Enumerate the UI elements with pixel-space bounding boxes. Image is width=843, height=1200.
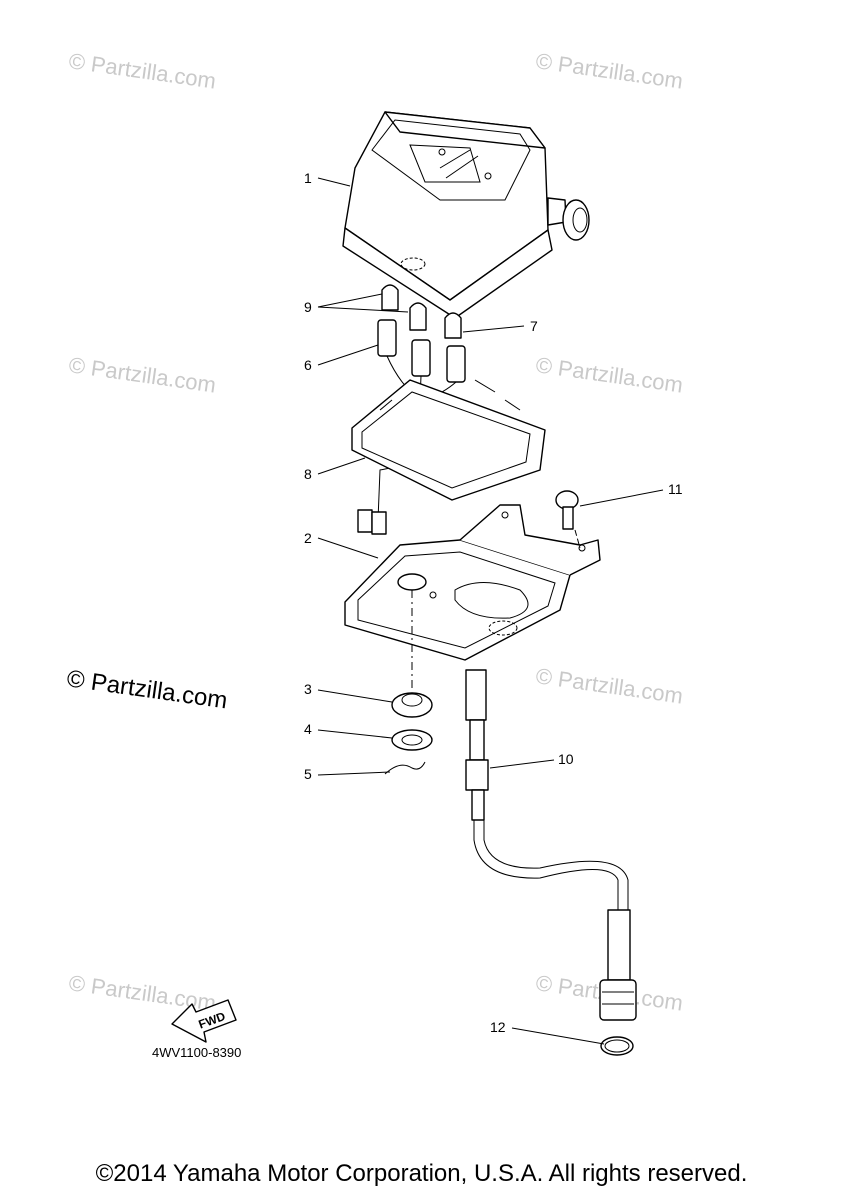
callout-3: 3 bbox=[304, 681, 312, 697]
meter-assembly bbox=[342, 111, 590, 319]
frame bbox=[351, 379, 546, 501]
copyright-notice: ©2014 Yamaha Motor Corporation, U.S.A. A… bbox=[95, 1160, 748, 1187]
watermark: © Partzilla.com bbox=[534, 48, 684, 93]
screw bbox=[555, 490, 581, 549]
callout-10: 10 bbox=[558, 751, 574, 767]
grommet-washer-clip bbox=[384, 692, 433, 775]
callout-12: 12 bbox=[490, 1019, 506, 1035]
callout-9: 9 bbox=[304, 299, 312, 315]
o-ring-inner bbox=[604, 1039, 630, 1053]
callout-5: 5 bbox=[304, 766, 312, 782]
speedometer-cable bbox=[465, 669, 637, 1021]
callout-8: 8 bbox=[304, 466, 312, 482]
callout-11: 11 bbox=[668, 481, 683, 497]
fwd-arrow-icon: FWD bbox=[171, 999, 237, 1043]
watermark: © Partzilla.com bbox=[67, 352, 217, 397]
diagram-code: 4WV1100-8390 bbox=[152, 1045, 241, 1060]
callout-6: 6 bbox=[304, 357, 312, 373]
watermark: © Partzilla.com bbox=[534, 663, 684, 708]
watermark: © Partzilla.com bbox=[65, 665, 229, 714]
watermark: © Partzilla.com bbox=[67, 48, 217, 93]
callout-1: 1 bbox=[304, 170, 312, 186]
lower-case bbox=[344, 504, 601, 661]
leader-lines bbox=[317, 177, 664, 1045]
callouts: 1 2 3 4 5 6 7 8 9 10 11 12 bbox=[304, 170, 683, 1035]
watermark: © Partzilla.com bbox=[534, 352, 684, 397]
callout-7: 7 bbox=[530, 318, 538, 334]
callout-4: 4 bbox=[304, 721, 312, 737]
bulbs bbox=[381, 284, 462, 339]
callout-2: 2 bbox=[304, 530, 312, 546]
